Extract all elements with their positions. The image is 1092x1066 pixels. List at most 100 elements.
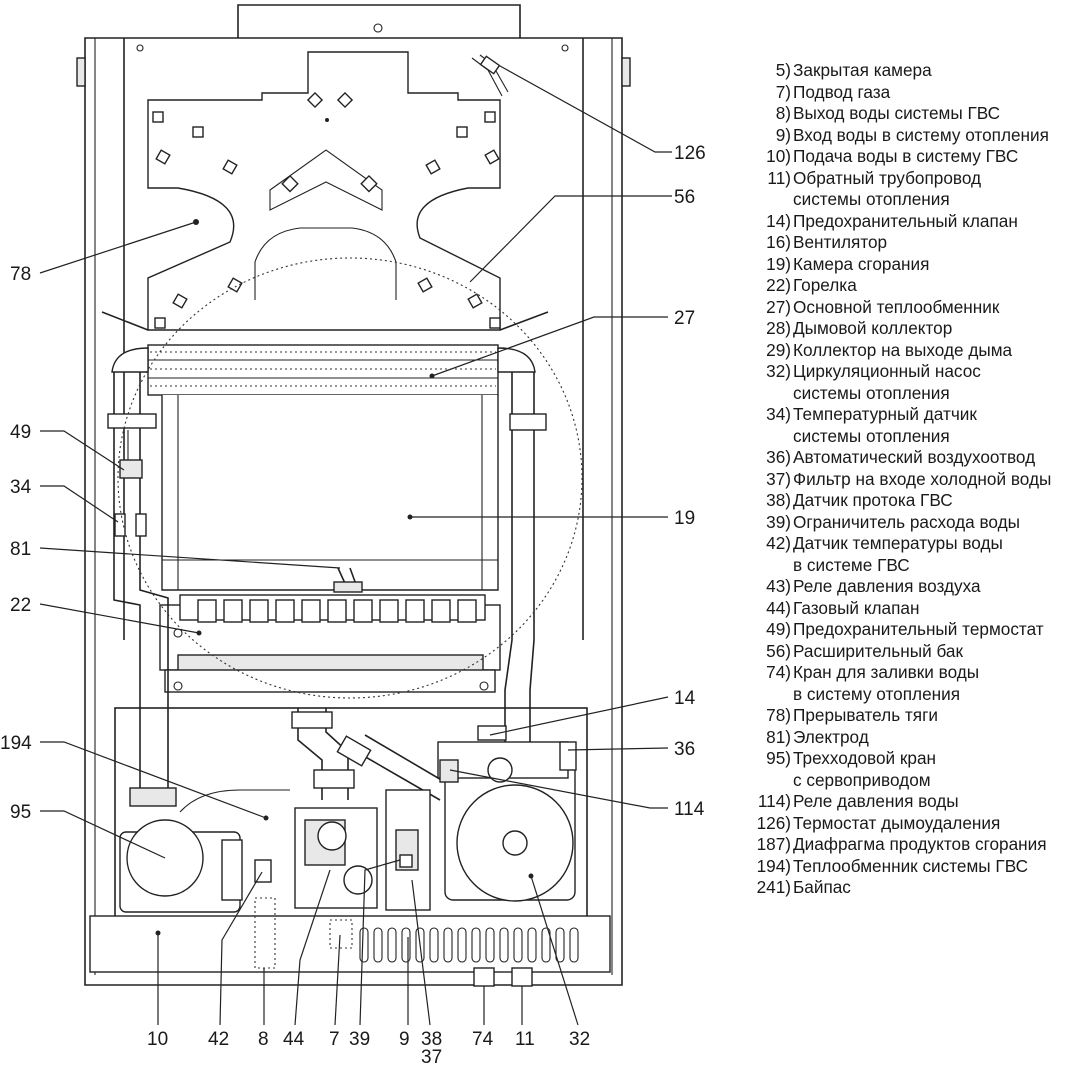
legend-number: 187)	[756, 834, 791, 854]
legend-number: 28)	[766, 318, 791, 338]
legend-number: 22)	[766, 275, 791, 295]
legend-text: Предохранительный клапан	[793, 210, 1018, 231]
legend-item: 74)Кран для заливки воды в систему отопл…	[748, 662, 1088, 705]
legend-text: Температурный датчик системы отопления	[793, 404, 977, 446]
legend-item: 56)Расширительный бак	[748, 641, 1088, 663]
legend-text: Дымовой коллектор	[793, 318, 953, 338]
legend-number: 34)	[766, 404, 791, 424]
callout-32: 32	[569, 1029, 590, 1050]
legend-number: 16)	[766, 232, 791, 252]
legend-text: Вентилятор	[793, 232, 888, 252]
callout-9: 9	[399, 1029, 410, 1050]
legend-text: Датчик протока ГВС	[793, 490, 953, 510]
legend-text: Коллектор на выходе дыма	[793, 339, 1013, 360]
hydraulic-group	[89, 707, 611, 987]
combustion-chamber	[161, 395, 499, 593]
legend-number: 10)	[766, 146, 791, 166]
legend-text: Реле давления воздуха	[793, 576, 981, 596]
callout-126: 126	[674, 143, 706, 164]
legend-item: 16)Вентилятор	[748, 232, 1088, 254]
legend-text: Предохранительный термостат	[793, 619, 1044, 639]
legend-text: Кран для заливки воды в систему отоплени…	[793, 662, 980, 704]
legend-item: 114)Реле давления воды	[748, 791, 1088, 813]
callout-8: 8	[258, 1029, 269, 1050]
legend-item: 39)Ограничитель расхода воды	[748, 512, 1088, 534]
legend-text: Горелка	[793, 275, 857, 295]
legend-item: 5)Закрытая камера	[748, 60, 1088, 82]
legend-text: Основной теплообменник	[793, 296, 1000, 317]
legend-number: 78)	[766, 705, 791, 725]
legend-number: 49)	[766, 619, 791, 639]
legend-number: 5)	[775, 60, 791, 80]
legend-text: Обратный трубопровод системы отопления	[793, 167, 982, 210]
callout-78: 78	[10, 264, 31, 285]
legend-item: 42)Датчик температуры воды в системе ГВС	[748, 533, 1088, 576]
legend-item: 36)Автоматический воздухоотвод	[748, 447, 1088, 469]
legend-item: 29)Коллектор на выходе дыма	[748, 340, 1088, 362]
legend-text: Выход воды системы ГВС	[793, 103, 1001, 123]
legend-item: 32)Циркуляционный насос системы отоплени…	[748, 361, 1088, 404]
legend-item: 49)Предохранительный термостат	[748, 619, 1088, 641]
legend-item: 43)Реле давления воздуха	[748, 576, 1088, 598]
legend-text: Трехходовой кран с сервоприводом	[793, 748, 937, 790]
callout-7: 7	[329, 1029, 340, 1050]
legend-text: Теплообменник системы ГВС	[793, 855, 1029, 876]
legend-item: 194)Теплообменник системы ГВС	[748, 856, 1088, 878]
legend-item: 28)Дымовой коллектор	[748, 318, 1088, 340]
callout-74: 74	[472, 1029, 494, 1050]
legend-text: Диафрагма продуктов сгорания	[793, 834, 1047, 854]
callout-56: 56	[674, 187, 695, 208]
burner	[159, 594, 501, 693]
left-pipework	[107, 372, 169, 791]
callout-81: 81	[10, 539, 31, 560]
legend-number: 7)	[775, 81, 791, 102]
legend-number: 14)	[766, 210, 791, 231]
legend-text: Подвод газа	[793, 81, 891, 102]
legend-item: 241)Байпас	[748, 877, 1088, 899]
main-heat-exchanger	[111, 344, 536, 396]
legend-text: Расширительный бак	[793, 640, 963, 661]
legend-number: 32)	[766, 361, 791, 381]
flue-thermostat	[471, 54, 509, 97]
legend-text: Фильтр на входе холодной воды	[793, 468, 1052, 489]
legend-text: Реле давления воды	[793, 791, 959, 811]
right-pipework	[504, 372, 547, 800]
legend-text: Вход воды в систему отопления	[793, 124, 1049, 145]
callout-11: 11	[515, 1029, 535, 1050]
legend-text: Циркуляционный насос системы отопления	[793, 361, 981, 403]
legend-item: 44)Газовый клапан	[748, 598, 1088, 620]
callout-22: 22	[10, 595, 31, 616]
boiler-housing	[76, 4, 631, 986]
legend-number: 114)	[757, 791, 791, 811]
callout-37: 37	[421, 1047, 442, 1066]
legend-number: 95)	[766, 748, 791, 768]
legend-text: Закрытая камера	[793, 60, 932, 80]
legend-text: Камера сгорания	[793, 253, 930, 274]
expansion-vessel-outline	[117, 257, 583, 699]
legend-text: Термостат дымоудаления	[793, 812, 1001, 833]
callout-36: 36	[674, 739, 695, 760]
legend-text: Электрод	[793, 726, 869, 747]
legend-text: Байпас	[793, 877, 851, 897]
legend-item: 22)Горелка	[748, 275, 1088, 297]
legend-item: 7)Подвод газа	[748, 82, 1088, 104]
legend-number: 241)	[756, 877, 791, 897]
leader-lines	[39, 65, 672, 1026]
callout-39: 39	[349, 1029, 370, 1050]
legend-number: 39)	[766, 511, 791, 532]
legend-item: 78)Прерыватель тяги	[748, 705, 1088, 727]
legend-number: 36)	[766, 447, 791, 467]
legend-item: 34)Температурный датчик системы отоплени…	[748, 404, 1088, 447]
legend-number: 11)	[767, 167, 791, 188]
legend-number: 8)	[775, 103, 791, 123]
callout-10: 10	[147, 1029, 168, 1050]
legend-item: 37)Фильтр на входе холодной воды	[748, 469, 1088, 491]
legend-item: 14)Предохранительный клапан	[748, 211, 1088, 233]
legend-item: 8)Выход воды системы ГВС	[748, 103, 1088, 125]
legend-number: 56)	[766, 640, 791, 661]
legend-number: 42)	[766, 533, 791, 553]
callout-114: 114	[674, 799, 705, 820]
legend-item: 38)Датчик протока ГВС	[748, 490, 1088, 512]
